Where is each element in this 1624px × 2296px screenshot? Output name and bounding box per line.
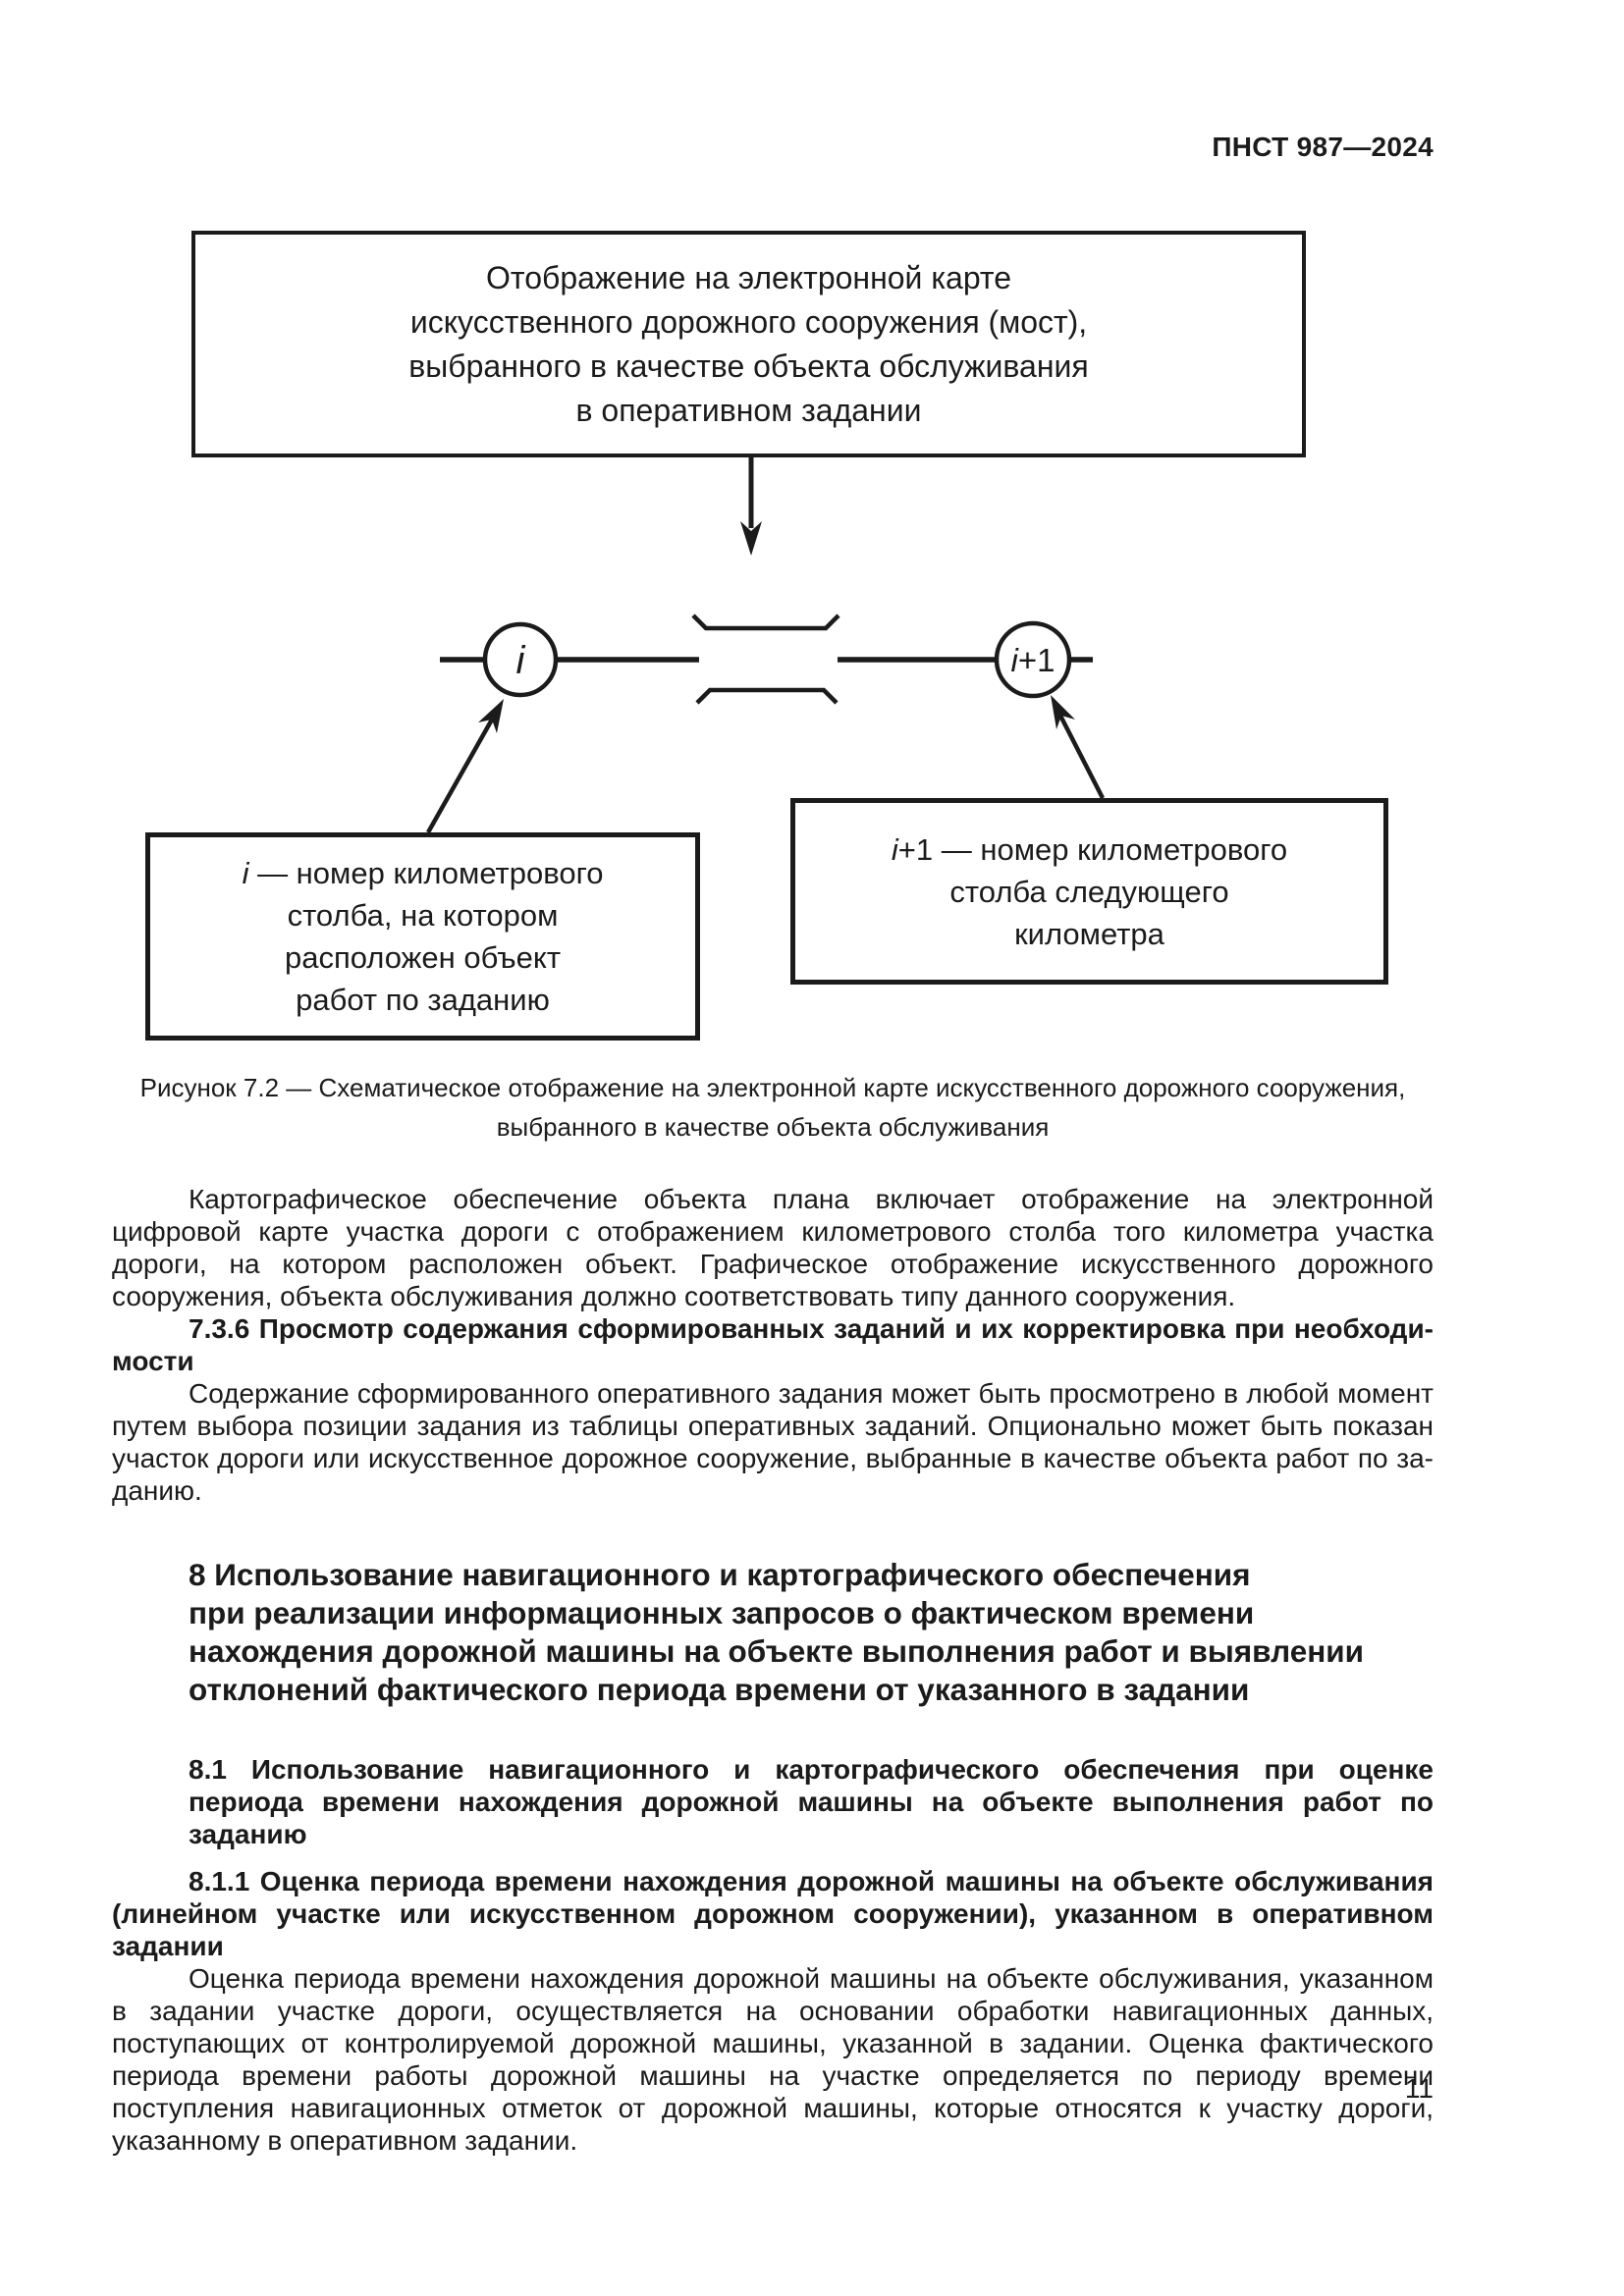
legend-line: i+1 — номер километрового — [795, 828, 1383, 871]
figure-caption: Рисунок 7.2 — Схематическое отображение … — [112, 1068, 1434, 1147]
km-post-i1-label: i+1 — [1011, 642, 1056, 678]
body-text: Картографическое обеспечение объекта пла… — [112, 1183, 1434, 2157]
section-8-heading: 8 Использование навигационного и картогр… — [189, 1556, 1434, 1709]
figure-legend-box-i1: i+1 — номер километрового столба следующ… — [790, 798, 1388, 985]
legend-text: +1 — номер километрового — [897, 831, 1288, 867]
section-8-heading-line: отклонений фактического периода времени … — [189, 1672, 1250, 1707]
road-schematic: i i+1 — [426, 457, 1106, 834]
top-box-line: в оперативном задании — [575, 392, 922, 428]
km-post-i-circle — [482, 621, 559, 698]
top-box-line: выбранного в качестве объекта обслуживан… — [408, 347, 1089, 384]
heading-8-1-1: 8.1.1 Оценка периода времени нахождения … — [112, 1866, 1434, 1961]
heading-8-1: 8.1 Использование навигационного и карто… — [189, 1754, 1434, 1849]
figure-legend-box-i: i — номер километрового столба, на котор… — [145, 832, 700, 1041]
top-box-line: Отображение на электронной карте — [486, 259, 1011, 295]
legend-line: i — номер километрового — [150, 852, 695, 894]
callout-arrow-right-shaft — [1057, 714, 1106, 800]
legend-line: километра — [1014, 916, 1164, 951]
legend-i1-symbol: i — [891, 831, 898, 867]
figure-top-box: Отображение на электронной карте искусст… — [191, 231, 1306, 457]
legend-line: расположен объект — [284, 940, 562, 975]
callout-arrow-right-head-icon — [1051, 695, 1075, 729]
km-post-i-label: i — [516, 639, 526, 682]
document-code-header: ПНСТ 987—2024 — [1212, 132, 1434, 162]
heading-7-3-6: 7.3.6 Просмотр содержания сформированных… — [112, 1313, 1434, 1376]
paragraph-task-content-view: Содержание сформированного оперативного … — [112, 1378, 1434, 1506]
legend-text: — номер километрового — [248, 856, 604, 890]
paragraph-time-estimation: Оценка периода времени нахождения дорожн… — [112, 1963, 1434, 2156]
section-8-heading-line: при реализации информационных запросов о… — [189, 1595, 1255, 1630]
legend-line: столба следующего — [949, 874, 1229, 909]
page-number: 11 — [1404, 2073, 1434, 2104]
legend-i-symbol: i — [242, 856, 249, 890]
section-8-heading-line: нахождения дорожной машины на объекте вы… — [189, 1633, 1364, 1669]
legend-line: работ по заданию — [296, 983, 550, 1017]
callout-arrow-left-head-icon — [478, 699, 504, 733]
top-box-line: искусственного дорожного сооружения (мос… — [409, 303, 1088, 340]
legend-line: столба, на котором — [287, 898, 559, 933]
figure-caption-line: выбранного в качестве объекта обслуживан… — [496, 1112, 1050, 1142]
down-arrow-head-icon — [740, 521, 762, 556]
callout-arrow-left-shaft — [426, 718, 494, 834]
bridge-symbol-bottom — [695, 687, 839, 705]
figure-caption-line: Рисунок 7.2 — Схематическое отображение … — [139, 1073, 1406, 1102]
km-post-i1-circle — [994, 620, 1072, 699]
bridge-symbol-top — [691, 614, 840, 631]
paragraph-cartographic-support: Картографическое обеспечение объекта пла… — [112, 1184, 1434, 1311]
section-8-heading-line: 8 Использование навигационного и картогр… — [189, 1557, 1251, 1592]
